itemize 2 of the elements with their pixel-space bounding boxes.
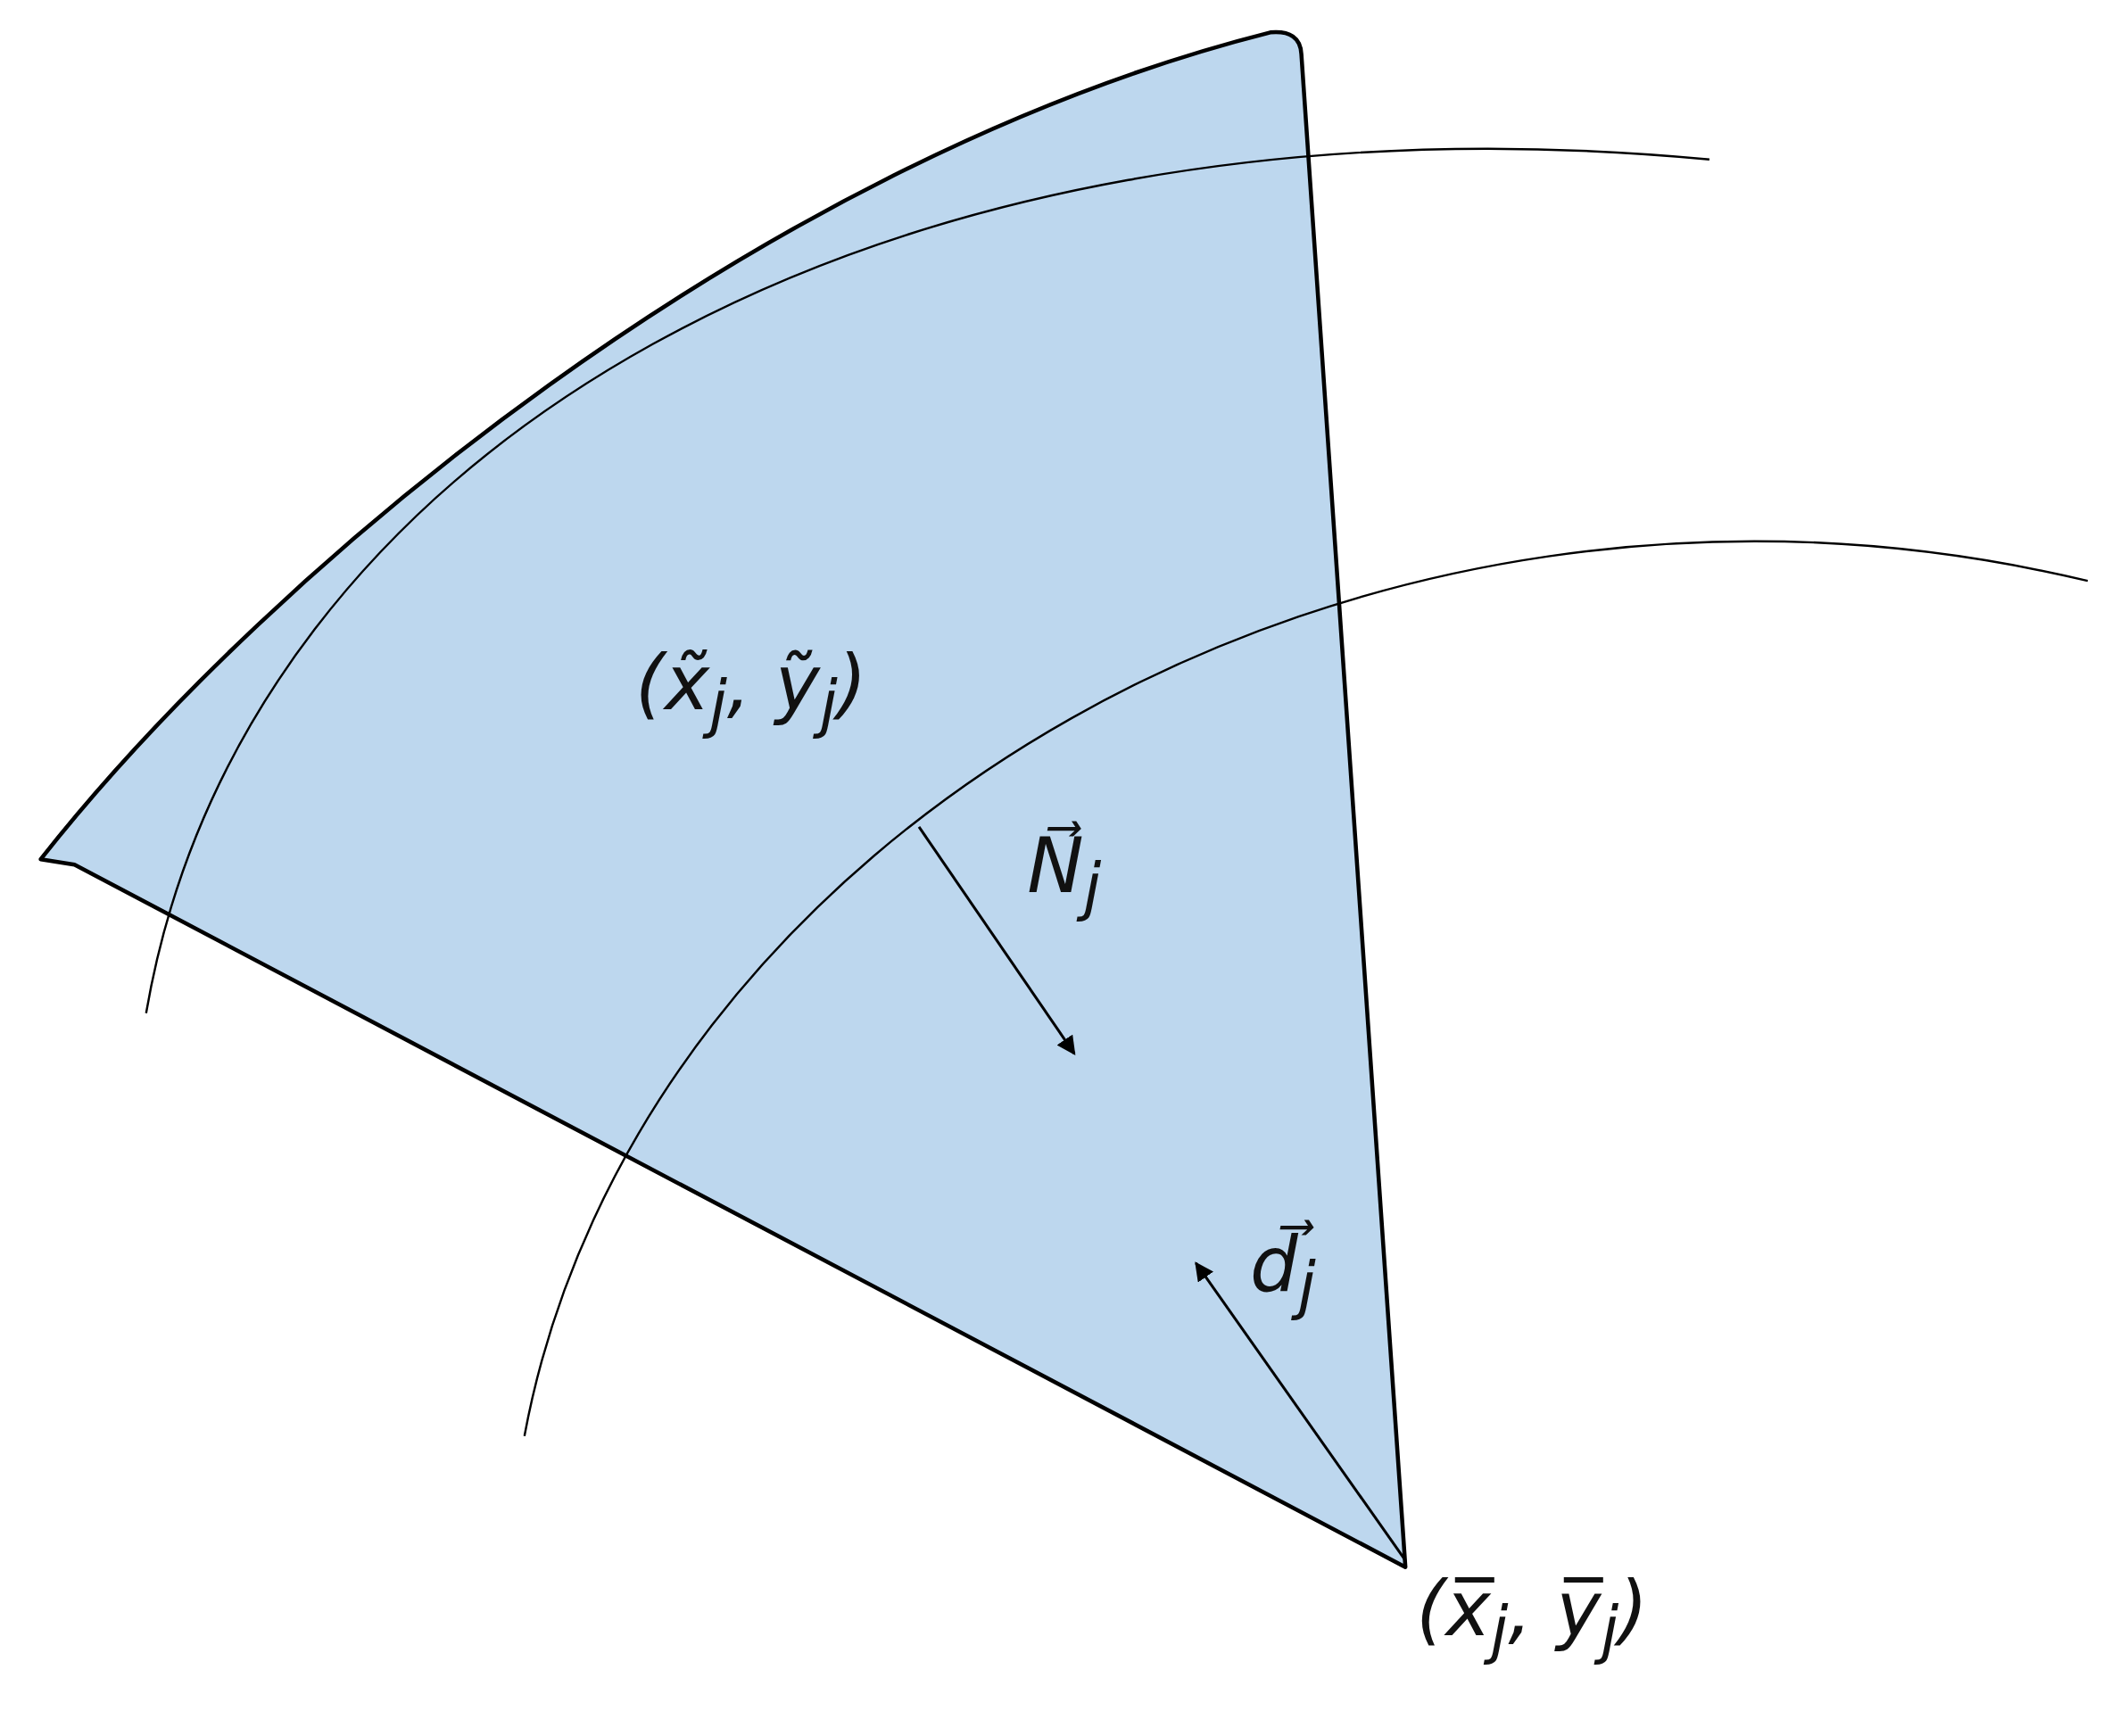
coordinate-label: (x̅$_{j}$, y̅$_{j}$) <box>1416 1567 1649 1665</box>
coordinate-label: (x̃$_{j}$, ỹ$_{j}$) <box>634 641 867 740</box>
